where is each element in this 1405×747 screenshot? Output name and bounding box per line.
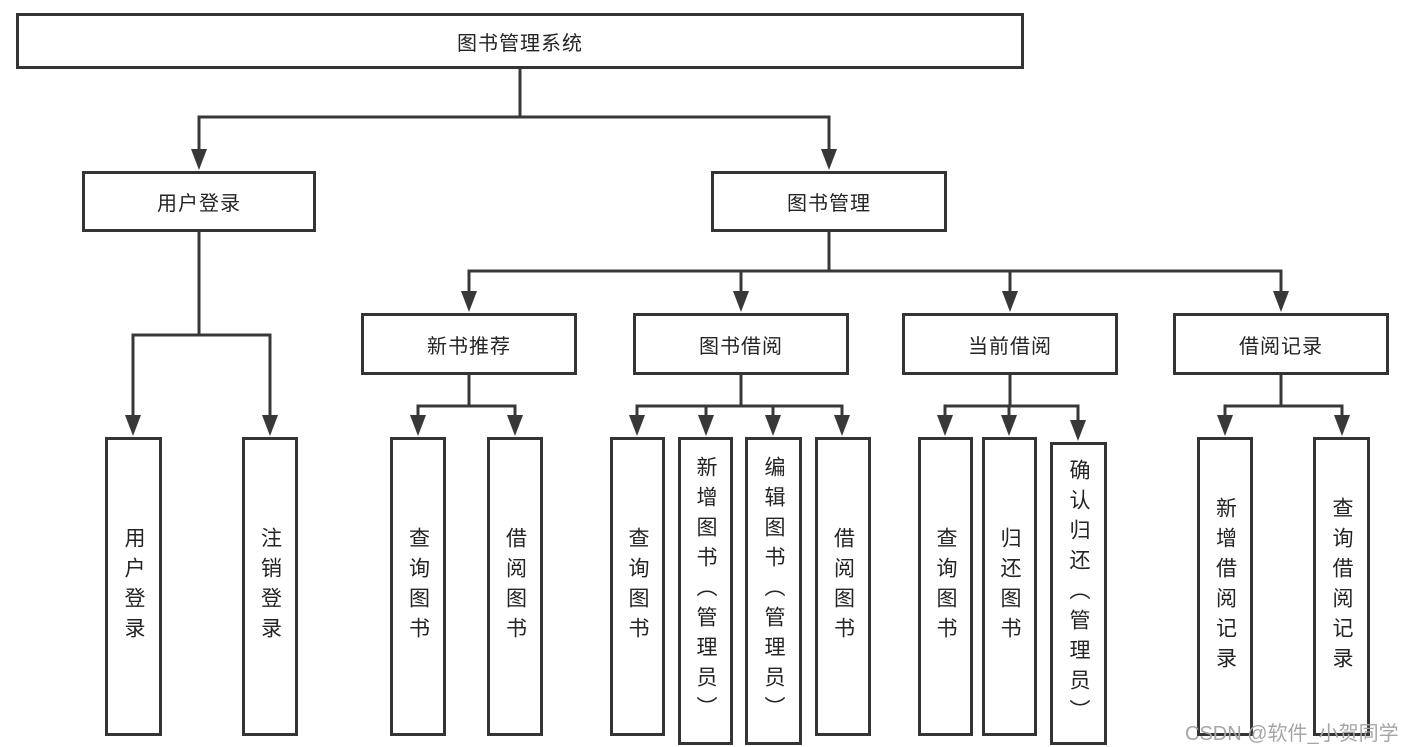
node-book-borrowing: 图书借阅 (633, 313, 849, 375)
connector-book-borrow-to-leaves (629, 375, 850, 436)
node-label: 查询借阅记录 (1330, 496, 1353, 677)
node-label: 当前借阅 (968, 335, 1052, 358)
node-label: 图书借阅 (699, 335, 783, 358)
leaf-return-book: 归还图书 (982, 437, 1037, 736)
leaf-confirm-return-admin: 确认归还（管理员） (1050, 442, 1107, 745)
leaf-borrow-books-2: 借阅图书 (815, 437, 871, 736)
csdn-watermark: CSDN @软件_小贺同学 (1185, 723, 1399, 745)
node-label: 新增图书（管理员） (694, 456, 717, 726)
connector-book-mgmt-to-level2 (461, 232, 1289, 312)
node-label: 查询图书 (406, 526, 430, 647)
leaf-query-books-2: 查询图书 (610, 437, 665, 736)
node-label: 借阅图书 (831, 526, 855, 647)
leaf-query-borrow-record: 查询借阅记录 (1313, 437, 1370, 736)
node-borrowing-records: 借阅记录 (1173, 313, 1389, 375)
node-label: 编辑图书（管理员） (762, 456, 785, 726)
connector-new-book-rec-to-leaves (410, 375, 523, 436)
connector-borrow-record-to-leaves (1217, 375, 1350, 436)
connector-user-login-to-leaves (125, 232, 278, 436)
node-new-book-recommendation: 新书推荐 (361, 313, 577, 375)
node-label: 用户登录 (157, 193, 241, 215)
node-label: 注销登录 (258, 526, 282, 647)
node-label: 新增借阅记录 (1213, 496, 1237, 677)
leaf-query-books-3: 查询图书 (918, 437, 973, 736)
node-label: 借阅记录 (1239, 335, 1323, 358)
node-label: 新书推荐 (427, 335, 511, 358)
connector-current-borrow-to-leaves (937, 375, 1086, 441)
node-label: 归还图书 (998, 526, 1021, 647)
leaf-borrow-books-1: 借阅图书 (487, 437, 543, 736)
node-label: 查询图书 (934, 526, 957, 647)
node-library-management-system: 图书管理系统 (16, 13, 1024, 69)
leaf-add-borrow-record: 新增借阅记录 (1197, 437, 1253, 736)
node-user-login: 用户登录 (82, 171, 316, 232)
node-book-management: 图书管理 (711, 171, 947, 232)
node-label: 借阅图书 (503, 526, 527, 647)
leaf-logout: 注销登录 (242, 437, 298, 736)
leaf-query-books-1: 查询图书 (390, 437, 446, 736)
leaf-edit-book-admin: 编辑图书（管理员） (745, 437, 802, 745)
node-label: 查询图书 (626, 526, 649, 647)
node-label: 用户登录 (122, 526, 145, 647)
connector-root-to-level1 (191, 69, 837, 170)
node-current-borrowing: 当前借阅 (902, 313, 1118, 375)
node-label: 确认归还（管理员） (1067, 458, 1090, 729)
node-label: 图书管理 (787, 193, 871, 215)
node-label: 图书管理系统 (457, 32, 583, 55)
leaf-add-book-admin: 新增图书（管理员） (678, 437, 733, 745)
leaf-user-login: 用户登录 (105, 437, 162, 736)
